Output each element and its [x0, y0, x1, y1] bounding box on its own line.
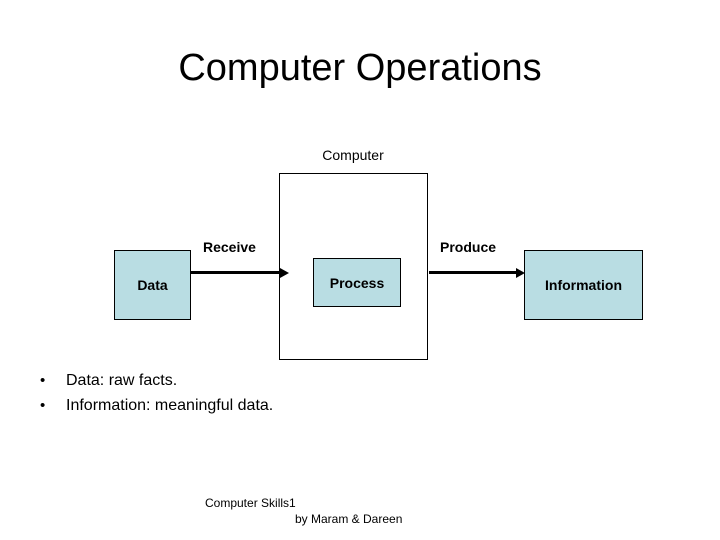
- node-process: Process: [313, 258, 401, 307]
- footer-authors: by Maram & Dareen: [295, 512, 403, 526]
- bullet-list: • Data: raw facts. • Information: meanin…: [30, 368, 510, 418]
- arrow-produce-head-icon: [516, 267, 525, 278]
- node-data: Data: [114, 250, 191, 320]
- node-information: Information: [524, 250, 643, 320]
- arrow-produce-line: [429, 271, 517, 274]
- slide-footer: Computer Skills1 by Maram & Dareen: [205, 495, 605, 527]
- list-item-text: Data: raw facts.: [66, 372, 178, 389]
- list-item: • Information: meaningful data.: [30, 393, 510, 418]
- arrow-receive-head-icon: [280, 267, 289, 278]
- computer-container-box: [279, 173, 428, 360]
- page-title: Computer Operations: [178, 47, 542, 89]
- node-process-label: Process: [329, 274, 385, 291]
- edge-label-receive: Receive: [203, 239, 256, 255]
- bullet-dot-icon: •: [40, 372, 46, 389]
- node-data-label: Data: [137, 277, 168, 293]
- list-item-text: Information: meaningful data.: [66, 397, 274, 414]
- computer-container-label: Computer: [322, 147, 384, 163]
- edge-label-produce: Produce: [440, 239, 497, 255]
- arrow-receive-line: [191, 271, 281, 274]
- footer-course-name: Computer Skills1: [205, 496, 296, 510]
- bullet-dot-icon: •: [40, 397, 46, 414]
- list-item: • Data: raw facts.: [30, 368, 510, 393]
- node-information-label: Information: [545, 277, 622, 293]
